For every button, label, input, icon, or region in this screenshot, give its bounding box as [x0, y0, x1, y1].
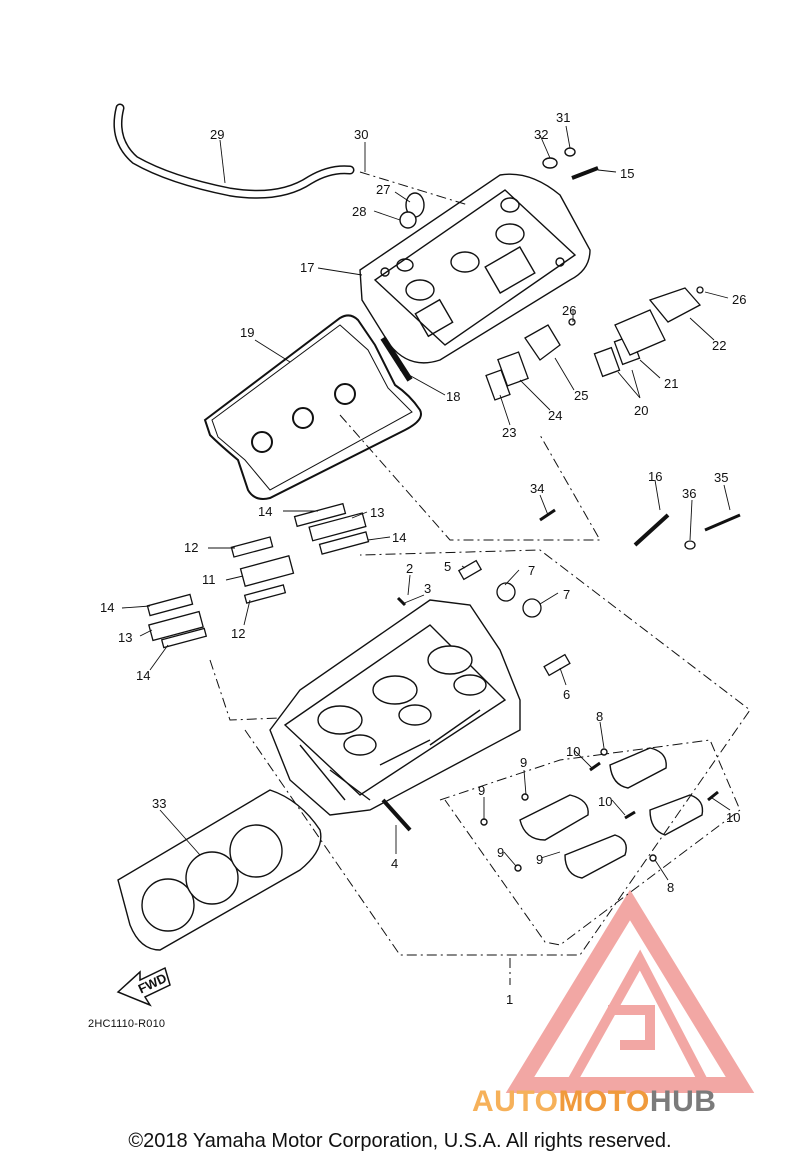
callout-29: 29: [210, 127, 224, 142]
callout-15: 15: [620, 166, 634, 181]
callout-14c: 14: [100, 600, 114, 615]
callout-30: 30: [354, 127, 368, 142]
callout-17: 17: [300, 260, 314, 275]
camshaft-caps: [480, 747, 719, 879]
callout-12b: 12: [231, 626, 245, 641]
oil-filler-cap: [399, 192, 425, 229]
watermark-brand: AUTOMOTOHUB: [472, 1085, 716, 1119]
callout-14a: 14: [258, 504, 272, 519]
callout-32: 32: [534, 127, 548, 142]
callout-23: 23: [502, 425, 516, 440]
callout-8b: 8: [667, 880, 674, 895]
callout-9a: 9: [520, 755, 527, 770]
callout-9b: 9: [478, 783, 485, 798]
callout-34: 34: [530, 481, 544, 496]
breather-hose: [113, 103, 355, 199]
callout-5: 5: [444, 559, 451, 574]
callout-35: 35: [714, 470, 728, 485]
callout-19: 19: [240, 325, 254, 340]
brand-moto: MOTO: [558, 1085, 650, 1118]
callout-18: 18: [446, 389, 460, 404]
callout-3: 3: [424, 581, 431, 596]
callout-2: 2: [406, 561, 413, 576]
callout-numbers: 1 2 3 4 5 6 7 7 8 8 9 9 9 9 10 10 10 11 …: [100, 110, 746, 1007]
callout-26b: 26: [732, 292, 746, 307]
plug-15: [571, 166, 599, 180]
callout-6: 6: [563, 687, 570, 702]
brand-auto: AUTO: [472, 1085, 559, 1118]
callout-26a: 26: [562, 303, 576, 318]
callout-36: 36: [682, 486, 696, 501]
callout-10c: 10: [726, 810, 740, 825]
washer-and-bolt: [542, 147, 576, 169]
callout-12a: 12: [184, 540, 198, 555]
cylinder-head-gasket: [117, 789, 322, 951]
bearing-parts: [146, 502, 370, 649]
callout-25: 25: [574, 388, 588, 403]
studs-and-bolts: [381, 508, 741, 832]
cylinder-head-cover: [359, 173, 591, 364]
leader-lines: [121, 125, 731, 881]
reed-valve-parts: [485, 286, 704, 401]
callout-13a: 13: [370, 505, 384, 520]
callout-33: 33: [152, 796, 166, 811]
callout-24: 24: [548, 408, 562, 423]
assembly-boundaries: [209, 171, 751, 985]
callout-22: 22: [712, 338, 726, 353]
callout-4: 4: [391, 856, 398, 871]
callout-9c: 9: [497, 845, 504, 860]
callout-9d: 9: [536, 852, 543, 867]
callout-7a: 7: [528, 563, 535, 578]
fwd-arrow-icon: [116, 966, 171, 1007]
callout-31: 31: [556, 110, 570, 125]
callout-1: 1: [506, 992, 513, 1007]
copyright-notice: ©2018 Yamaha Motor Corporation, U.S.A. A…: [128, 1130, 672, 1152]
cylinder-head: [269, 599, 521, 816]
callout-20: 20: [634, 403, 648, 418]
callout-28: 28: [352, 204, 366, 219]
callout-7b: 7: [563, 587, 570, 602]
callout-27: 27: [376, 182, 390, 197]
brand-hub: HUB: [649, 1085, 717, 1118]
callout-14b: 14: [392, 530, 406, 545]
callout-13b: 13: [118, 630, 132, 645]
callout-14d: 14: [136, 668, 150, 683]
diagram-code: 2HC1110-R010: [88, 1018, 166, 1030]
callout-11: 11: [202, 572, 216, 587]
watermark-logo: [505, 889, 755, 1093]
callout-8a: 8: [596, 709, 603, 724]
callout-16: 16: [648, 469, 662, 484]
callout-10b: 10: [598, 794, 612, 809]
head-cover-gasket: [203, 314, 422, 500]
callout-10a: 10: [566, 744, 580, 759]
callout-21: 21: [664, 376, 678, 391]
